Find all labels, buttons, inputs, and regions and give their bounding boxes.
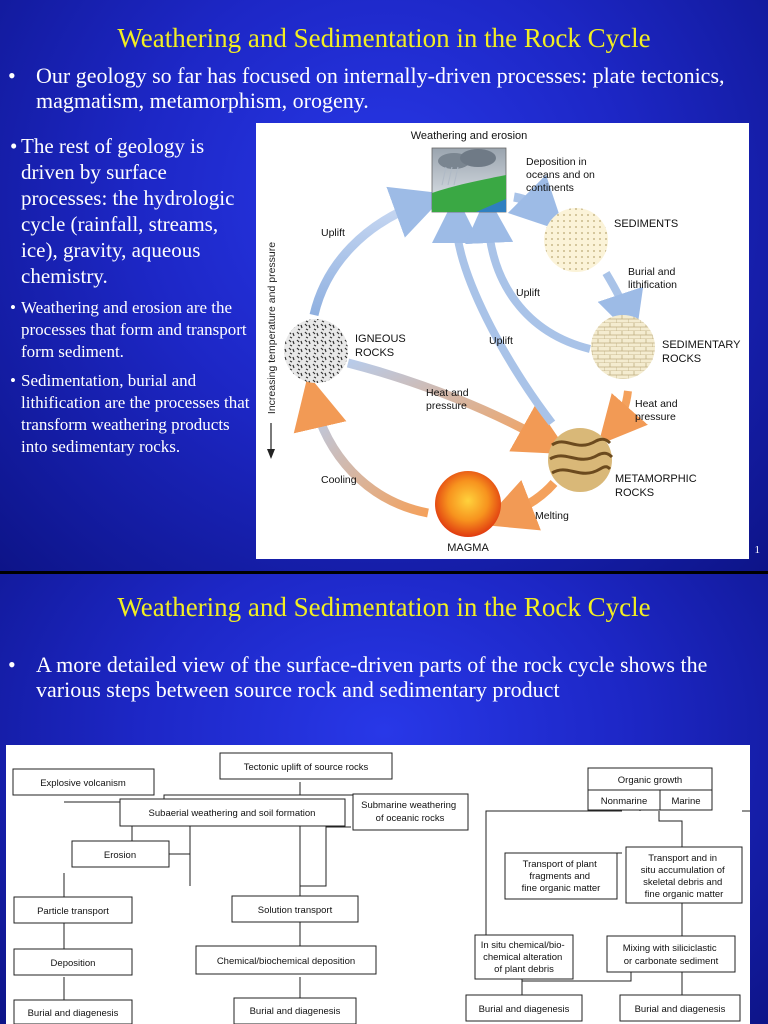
magma-circle (435, 471, 501, 537)
svg-text:Transport and in s: Transport and in situ accumulation of sk… (641, 853, 728, 900)
arrow-deposition (507, 174, 566, 233)
slide2-bullet: • A more detailed view of the surface-dr… (8, 652, 736, 702)
label-uplift-left: Uplift (321, 227, 345, 239)
svg-text:Submarine weathering: Submarine weathering of oceanic rocks (361, 800, 459, 824)
arrow-uplift-mid (465, 195, 591, 353)
flowchart-svg: Tectonic uplift of source rocks Explosiv… (12, 752, 750, 1024)
label-weathering-erosion: Weathering and erosion (411, 130, 528, 142)
box-burial-4: Burial and diagenesis (619, 994, 741, 1022)
left-bullet-text: Sedimentation, burial and lithification … (21, 371, 250, 456)
box-solution-transport: Solution transport (231, 895, 359, 923)
svg-text:Tectonic uplift of source rock: Tectonic uplift of source rocks (244, 762, 369, 773)
box-nonmarine: Nonmarine (587, 789, 661, 811)
left-bullet-text: The rest of geology is driven by surface… (21, 134, 235, 288)
svg-text:Burial and diagenesis: Burial and diagenesis (479, 1004, 570, 1015)
box-erosion: Erosion (71, 840, 170, 868)
label-cooling: Cooling (321, 474, 357, 486)
svg-text:Explosive volcanism: Explosive volcanism (40, 778, 126, 789)
arrow-melting (480, 479, 558, 531)
svg-text:Chemical/biochemical depositio: Chemical/biochemical deposition (217, 956, 355, 967)
label-sediments: SEDIMENTS (614, 218, 678, 230)
label-uplift-mid: Uplift (516, 287, 540, 299)
box-tectonic-uplift: Tectonic uplift of source rocks (219, 752, 393, 780)
svg-text:Transport of plant: Transport of plant fragments and fine or… (522, 859, 601, 894)
box-insitu-chemical: In situ chemical/bio- chemical alteratio… (474, 934, 574, 980)
box-burial-2: Burial and diagenesis (233, 997, 357, 1024)
arrow-uplift-left (309, 186, 447, 317)
axis-label: Increasing temperature and pressure (266, 242, 278, 414)
label-deposition: Deposition in oceans and on continents (526, 156, 598, 194)
bullet-dot: • (8, 63, 16, 88)
box-subaerial-weathering: Subaerial weathering and soil formation (119, 798, 346, 827)
box-mixing: Mixing with siliciclastic or carbonate s… (606, 935, 736, 973)
left-bullet-text: Weathering and erosion are the processes… (21, 298, 247, 361)
svg-text:Particle transport: Particle transport (37, 906, 109, 917)
left-bullet: • Sedimentation, burial and lithificatio… (10, 370, 250, 458)
svg-text:Deposition: Deposition (51, 958, 96, 969)
svg-text:Burial and diagenesis: Burial and diagenesis (250, 1006, 341, 1017)
svg-text:Burial and diagenesis: Burial and diagenesis (28, 1008, 119, 1019)
slide-title: Weathering and Sedimentation in the Rock… (117, 592, 651, 622)
label-igneous-rocks: IGNEOUS ROCKS (355, 333, 409, 359)
bullet-dot: • (8, 652, 16, 677)
igneous-rocks-circle (284, 319, 348, 383)
bullet-dot: • (10, 371, 16, 390)
arrow-cooling (293, 374, 429, 518)
svg-text:Erosion: Erosion (104, 850, 136, 861)
svg-text:Subaerial weathering and soil: Subaerial weathering and soil formation (149, 808, 316, 819)
bullet-dot: • (10, 298, 16, 317)
flowchart-boxes: Tectonic uplift of source rocks Explosiv… (12, 752, 743, 1024)
box-burial-1: Burial and diagenesis (13, 999, 133, 1024)
label-heat-pressure-right: Heat and pressure (635, 398, 681, 423)
arrow-burial (597, 270, 644, 340)
box-organic-growth: Organic growth (587, 767, 713, 791)
svg-text:Organic growth: Organic growth (618, 775, 682, 786)
left-bullet: • Weathering and erosion are the process… (10, 297, 250, 363)
left-bullet-list: • The rest of geology is driven by surfa… (10, 133, 250, 465)
bullet-dot: • (10, 134, 18, 158)
box-transport-insitu: Transport and in situ accumulation of sk… (625, 846, 743, 904)
slide-title: Weathering and Sedimentation in the Rock… (117, 23, 651, 53)
arrow-heat-mid (346, 358, 570, 455)
arrow-uplift-inner (432, 195, 556, 426)
label-sedimentary-rocks: SEDIMENTARY ROCKS (662, 339, 743, 365)
arrow-heat-right (598, 390, 648, 446)
box-chemical-deposition: Chemical/biochemical deposition (195, 945, 377, 975)
slide-1: Weathering and Sedimentation in the Rock… (0, 0, 768, 571)
svg-text:In situ chemical/bio-: In situ chemical/bio- chemical alteratio… (481, 940, 568, 975)
slide2-bullet-text: A more detailed view of the surface-driv… (36, 652, 708, 702)
flowchart-panel: Tectonic uplift of source rocks Explosiv… (6, 745, 750, 1024)
box-particle-transport: Particle transport (13, 896, 133, 924)
label-melting: Melting (535, 510, 569, 522)
page-number: 1 (754, 544, 761, 556)
label-burial: Burial and lithification (628, 266, 678, 291)
svg-text:Burial and diagenesis: Burial and diagenesis (635, 1004, 726, 1015)
sediments-circle (544, 208, 608, 272)
svg-text:Marine: Marine (671, 796, 700, 807)
rock-cycle-svg: Increasing temperature and pressure (266, 130, 743, 554)
sedimentary-rocks-circle (591, 315, 655, 379)
box-transport-plant: Transport of plant fragments and fine or… (504, 852, 618, 900)
axis-arrow-head (267, 449, 275, 459)
rock-cycle-diagram: Increasing temperature and pressure (256, 123, 749, 559)
label-uplift-inner: Uplift (489, 335, 513, 347)
svg-text:Mixing with siliciclastic: Mixing with siliciclastic or carbonate s… (623, 943, 720, 967)
box-deposition: Deposition (13, 948, 133, 976)
left-bullet: • The rest of geology is driven by surfa… (10, 133, 250, 289)
label-metamorphic-rocks: METAMORPHIC ROCKS (615, 473, 700, 499)
svg-text:Nonmarine: Nonmarine (601, 796, 647, 807)
landscape-image (431, 147, 507, 213)
box-submarine-weathering: Submarine weathering of oceanic rocks (352, 793, 469, 831)
intro-bullet-text: Our geology so far has focused on intern… (36, 63, 725, 113)
box-marine: Marine (659, 789, 713, 811)
intro-bullet: • Our geology so far has focused on inte… (8, 63, 726, 113)
label-heat-pressure-mid: Heat and pressure (426, 387, 472, 412)
label-magma: MAGMA (447, 542, 489, 554)
slide-2: Weathering and Sedimentation in the Rock… (0, 574, 768, 1024)
metamorphic-rocks-circle (548, 428, 614, 492)
box-burial-3: Burial and diagenesis (465, 994, 583, 1022)
box-explosive-volcanism: Explosive volcanism (12, 768, 155, 796)
svg-text:Solution transport: Solution transport (258, 905, 333, 916)
